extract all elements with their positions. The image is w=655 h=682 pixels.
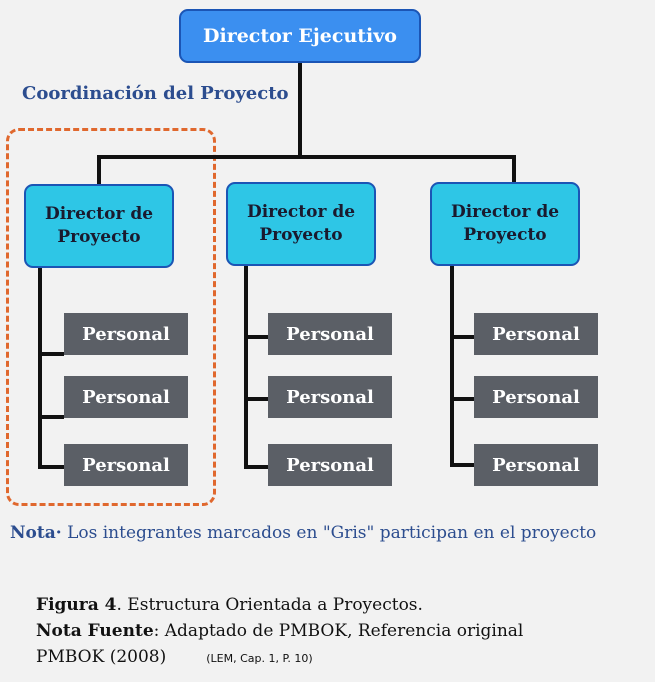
staff-node-2-2: Personal [268, 376, 392, 418]
connector-drop-1 [97, 155, 101, 185]
staff-branch-1-1 [38, 352, 64, 356]
staff-spine-3 [450, 266, 454, 467]
project-manager-node-3: Director de Proyecto [430, 182, 580, 266]
staff-spine-2 [244, 266, 248, 469]
staff-branch-1-2 [38, 415, 64, 419]
project-manager-node-1: Director de Proyecto [24, 184, 174, 268]
source-line-2: PMBOK (2008) [36, 647, 167, 667]
note-label: Nota· [10, 523, 62, 543]
staff-branch-3-1 [450, 335, 474, 339]
connector-drop-3 [512, 155, 516, 183]
staff-node-3-3: Personal [474, 444, 598, 486]
staff-branch-1-3 [38, 465, 64, 469]
coordination-label: Coordinación del Proyecto [22, 83, 289, 104]
staff-branch-3-2 [450, 397, 474, 401]
figure-label: Figura 4 [36, 595, 117, 615]
connector-top-vertical [298, 63, 302, 159]
figure-text: . Estructura Orientada a Proyectos. [116, 595, 423, 615]
executive-director-node: Director Ejecutivo [179, 9, 421, 63]
note-body: Los integrantes marcados en "Gris" parti… [61, 523, 597, 543]
staff-node-2-3: Personal [268, 444, 392, 486]
reference-text: (LEM, Cap. 1, P. 10) [206, 652, 313, 665]
caption-line-2: Nota Fuente: Adaptado de PMBOK, Referenc… [36, 618, 523, 644]
coordination-highlight-box [6, 128, 216, 506]
staff-branch-3-3 [450, 463, 474, 467]
staff-node-3-2: Personal [474, 376, 598, 418]
staff-node-1-3: Personal [64, 444, 188, 486]
project-manager-node-2: Director de Proyecto [226, 182, 376, 266]
source-label: Nota Fuente [36, 621, 154, 641]
staff-spine-1 [38, 268, 42, 468]
staff-node-1-1: Personal [64, 313, 188, 355]
connector-horizontal-bar [97, 155, 516, 159]
note-text: Nota· Los integrantes marcados en "Gris"… [10, 523, 596, 543]
caption-line-3: PMBOK (2008) (LEM, Cap. 1, P. 10) [36, 644, 523, 672]
figure-caption: Figura 4. Estructura Orientada a Proyect… [36, 592, 523, 672]
staff-branch-2-2 [244, 397, 268, 401]
staff-node-3-1: Personal [474, 313, 598, 355]
staff-node-2-1: Personal [268, 313, 392, 355]
staff-node-1-2: Personal [64, 376, 188, 418]
source-text: : Adaptado de PMBOK, Referencia original [153, 621, 524, 641]
caption-line-1: Figura 4. Estructura Orientada a Proyect… [36, 592, 523, 618]
staff-branch-2-3 [244, 465, 268, 469]
staff-branch-2-1 [244, 335, 268, 339]
